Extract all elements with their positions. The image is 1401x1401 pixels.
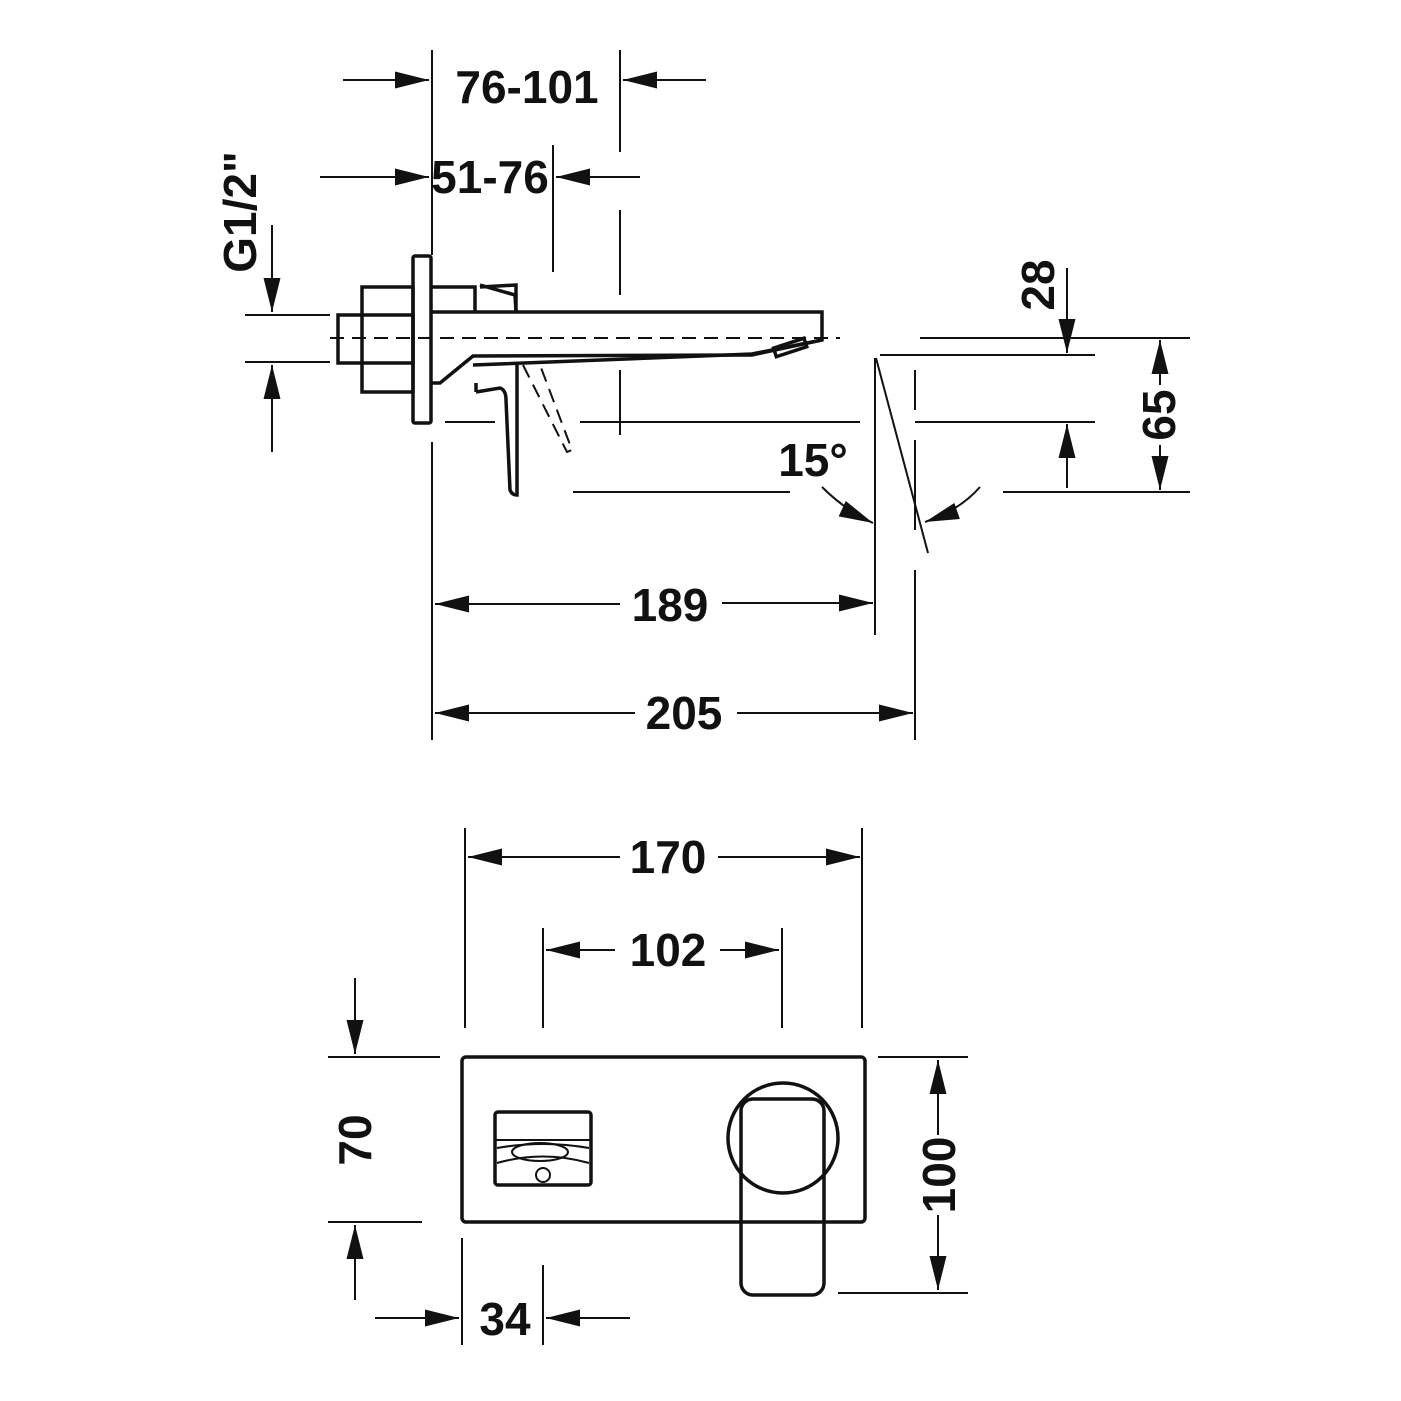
wall-plate xyxy=(411,254,433,425)
spout-outlet xyxy=(493,1110,593,1187)
lever-rosette xyxy=(726,1081,840,1195)
side-view: 76-101 51-76 G1/2" 28 65 15° 189 205 xyxy=(214,50,1190,740)
front-view: 170 102 70 100 34 xyxy=(328,828,968,1345)
dim-189: 189 xyxy=(632,579,709,631)
lever xyxy=(475,365,519,497)
dim-51-76: 51-76 xyxy=(431,151,549,203)
dim-76-101: 76-101 xyxy=(455,61,598,113)
mounting-body xyxy=(360,285,415,394)
lever-handle xyxy=(739,1097,826,1297)
dim-205: 205 xyxy=(646,687,723,739)
dim-thread: G1/2" xyxy=(214,151,266,273)
dim-34: 34 xyxy=(479,1293,531,1345)
dim-102: 102 xyxy=(630,924,707,976)
cover-plate xyxy=(460,1055,867,1224)
aerator xyxy=(771,336,809,359)
dim-65: 65 xyxy=(1133,389,1185,440)
dim-28: 28 xyxy=(1012,259,1064,310)
dim-angle: 15° xyxy=(778,434,848,486)
dim-170: 170 xyxy=(630,831,707,883)
dim-70: 70 xyxy=(329,1114,381,1165)
lever-open-position xyxy=(522,364,574,454)
dim-100: 100 xyxy=(913,1137,965,1214)
